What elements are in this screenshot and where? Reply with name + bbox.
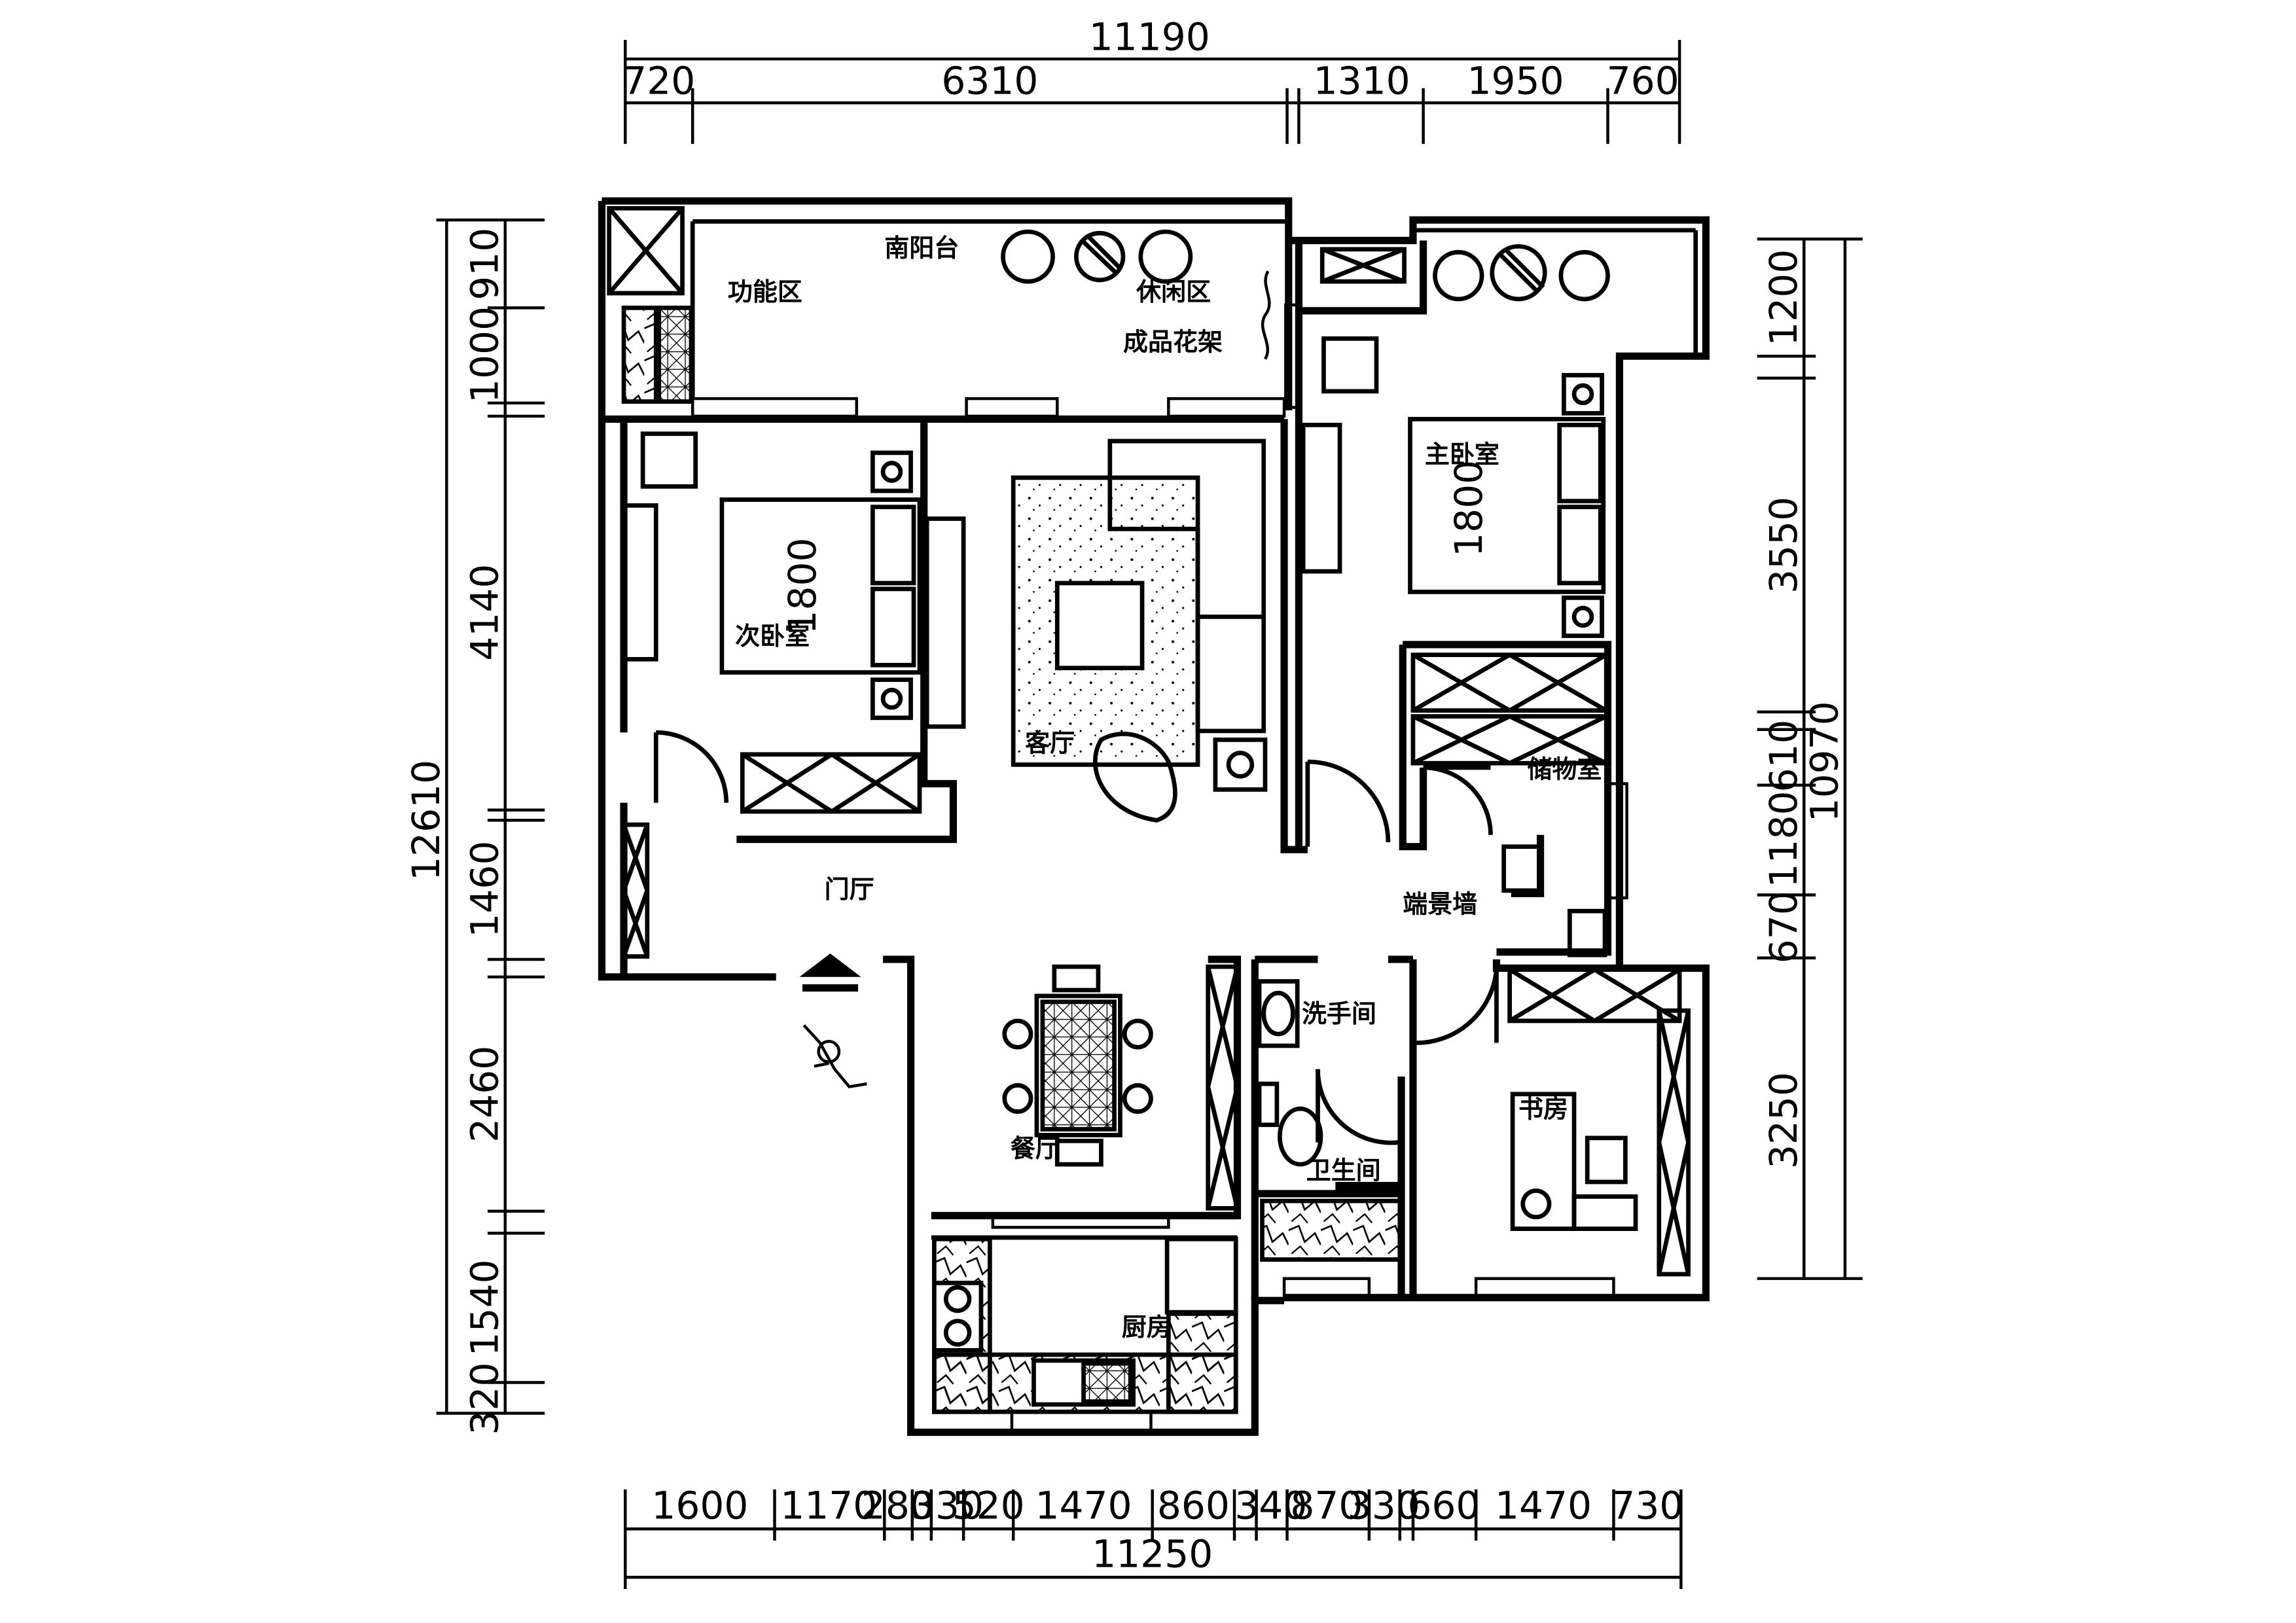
doors (653, 730, 1499, 1145)
foyer-furniture (621, 822, 1607, 959)
label-function-area: 功能区 (728, 277, 802, 306)
dim-bottom-12: 1470 (1495, 1484, 1592, 1528)
dim-right-3: 610 (1761, 719, 1806, 792)
dim-top-total: 11190 (1089, 15, 1210, 60)
dim-bottom-6: 1470 (1035, 1484, 1132, 1528)
dim-bottom-3: 280 (861, 1484, 934, 1528)
dim-top-5: 760 (1607, 59, 1679, 103)
dim-right-5: 670 (1761, 891, 1806, 963)
label-storage: 储物室 (1527, 755, 1602, 784)
living-room-furniture (1011, 438, 1268, 823)
kitchen-fixtures (932, 1236, 1238, 1414)
label-south-balcony: 南阳台 (884, 234, 959, 262)
dim-bottom-8: 340 (1234, 1484, 1307, 1528)
label-bathroom: 卫生间 (1306, 1156, 1381, 1185)
dim-top-2: 6310 (941, 59, 1038, 103)
dim-bottom-total: 11250 (1092, 1531, 1213, 1576)
dim-right-1: 1200 (1761, 249, 1806, 346)
dimension-lines (436, 39, 1863, 1589)
exterior-walls (598, 197, 1710, 1436)
dim-left-3: 4140 (463, 564, 507, 661)
dim-bottom-4: 330 (911, 1484, 984, 1528)
label-flower-rack: 成品花架 (1123, 327, 1223, 356)
label-feature-wall: 端景墙 (1403, 889, 1477, 918)
dim-left-total: 12610 (404, 760, 448, 881)
dim-right-4: 1180 (1761, 791, 1806, 887)
label-hand-wash: 洗手间 (1302, 999, 1376, 1028)
dining-furniture (1002, 964, 1240, 1211)
dim-left-1: 910 (463, 228, 507, 300)
windows (691, 303, 1628, 1434)
dim-top-1: 720 (622, 59, 695, 103)
label-foyer: 门厅 (825, 875, 874, 904)
dim-bottom-13: 730 (1611, 1484, 1683, 1528)
person-icon (802, 1024, 867, 1089)
dim-bottom-2: 1170 (780, 1484, 877, 1528)
master-bed-size: 1800 (1446, 460, 1491, 557)
dim-left-7: 320 (463, 1363, 507, 1435)
label-leisure-area: 休闲区 (1136, 277, 1211, 306)
dim-bottom-10: 330 (1348, 1484, 1420, 1528)
dim-bottom-9: 870 (1290, 1484, 1363, 1528)
label-second-bedroom: 次卧室 (735, 622, 810, 651)
balcony-furniture (607, 205, 1610, 404)
dim-right-labels: 1200 3550 610 1180 670 3250 10970 (1761, 249, 1847, 1169)
dim-right-total: 10970 (1803, 701, 1847, 822)
entry-arrow-icon (799, 954, 861, 992)
dim-left-5: 2460 (463, 1046, 507, 1143)
dim-right-2: 3550 (1761, 497, 1806, 594)
master-bedroom-furniture (1300, 336, 1609, 766)
dim-bottom-labels: 1600 1170 280 330 520 1470 860 340 870 3… (651, 1484, 1683, 1577)
label-dining: 餐厅 (1011, 1134, 1060, 1163)
second-bed-size: 1800 (780, 537, 825, 634)
dim-top-4: 1950 (1467, 59, 1564, 103)
study-furniture (1507, 967, 1691, 1277)
label-study: 书房 (1518, 1095, 1568, 1124)
dim-bottom-7: 860 (1157, 1484, 1230, 1528)
dim-left-2: 1000 (463, 306, 507, 403)
bathroom-fixtures (1257, 979, 1403, 1262)
label-living-room: 客厅 (1025, 728, 1075, 757)
dim-left-4: 1460 (463, 841, 507, 938)
label-master-bedroom: 主卧室 (1425, 440, 1499, 469)
second-bedroom-furniture (621, 431, 966, 814)
dim-top-3: 1310 (1314, 59, 1410, 103)
dim-bottom-5: 520 (952, 1484, 1025, 1528)
dim-left-6: 1540 (463, 1259, 507, 1356)
dim-bottom-11: 660 (1407, 1484, 1480, 1528)
label-kitchen: 厨房 (1122, 1313, 1172, 1342)
dim-bottom-1: 1600 (651, 1484, 748, 1528)
dim-right-6: 3250 (1761, 1072, 1806, 1169)
dim-left-labels: 910 1000 4140 1460 2460 1540 320 12610 (404, 228, 507, 1435)
